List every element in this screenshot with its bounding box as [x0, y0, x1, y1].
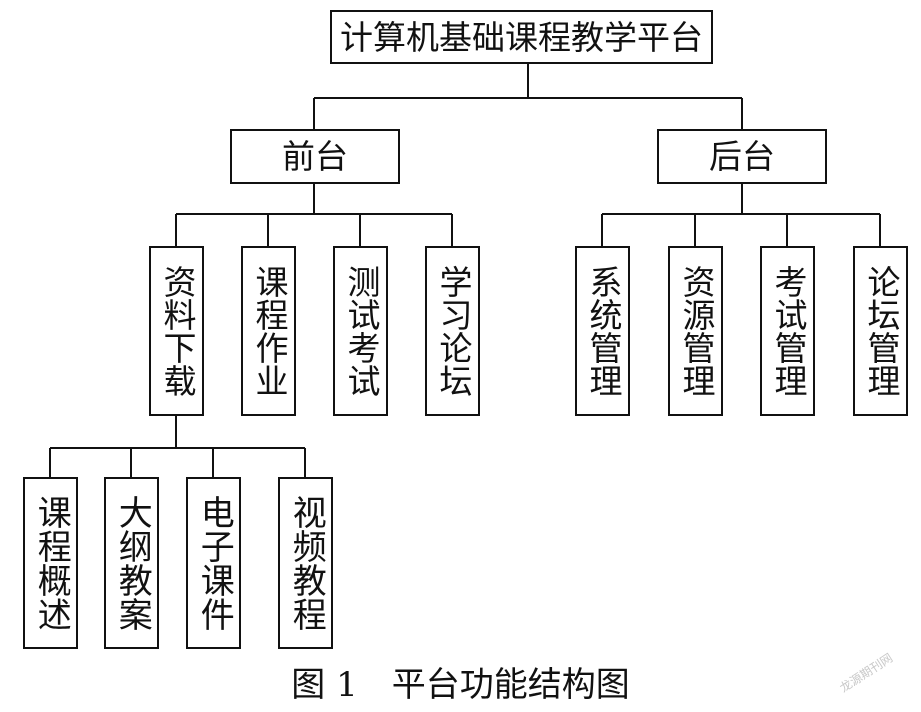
- root-node: 计算机基础课程教学平台: [330, 10, 713, 64]
- node-course-overview: 课程概述: [23, 477, 78, 649]
- figure-caption: 图 1 平台功能结构图: [0, 668, 921, 702]
- frontend-node: 前台: [230, 129, 400, 184]
- node-course-homework: 课程作业: [241, 246, 296, 416]
- resource-management-label: 资源管理: [676, 265, 716, 397]
- node-materials-download: 资料下载: [149, 246, 204, 416]
- video-tutorials-label: 视频教程: [286, 495, 327, 631]
- node-exam-management: 考试管理: [760, 246, 815, 416]
- node-study-forum: 学习论坛: [425, 246, 480, 416]
- figure-number: 图 1: [291, 665, 358, 705]
- node-resource-management: 资源管理: [668, 246, 723, 416]
- node-electronic-courseware: 电子课件: [186, 477, 241, 649]
- syllabus-lesson-plans-label: 大纲教案: [112, 495, 153, 631]
- system-management-label: 系统管理: [583, 265, 623, 397]
- node-video-tutorials: 视频教程: [278, 477, 333, 649]
- backend-node: 后台: [657, 129, 827, 184]
- course-overview-label: 课程概述: [31, 495, 72, 631]
- electronic-courseware-label: 电子课件: [194, 495, 235, 631]
- frontend-label: 前台: [282, 137, 348, 176]
- figure-title: 平台功能结构图: [391, 665, 630, 705]
- node-forum-management: 论坛管理: [853, 246, 908, 416]
- backend-label: 后台: [709, 137, 775, 176]
- forum-management-label: 论坛管理: [861, 265, 901, 397]
- materials-download-label: 资料下载: [157, 265, 197, 397]
- node-system-management: 系统管理: [575, 246, 630, 416]
- root-label: 计算机基础课程教学平台: [340, 17, 703, 57]
- node-syllabus-lesson-plans: 大纲教案: [104, 477, 159, 649]
- course-homework-label: 课程作业: [249, 265, 289, 397]
- tests-exams-label: 测试考试: [341, 265, 381, 397]
- node-tests-exams: 测试考试: [333, 246, 388, 416]
- exam-management-label: 考试管理: [768, 265, 808, 397]
- study-forum-label: 学习论坛: [433, 265, 473, 397]
